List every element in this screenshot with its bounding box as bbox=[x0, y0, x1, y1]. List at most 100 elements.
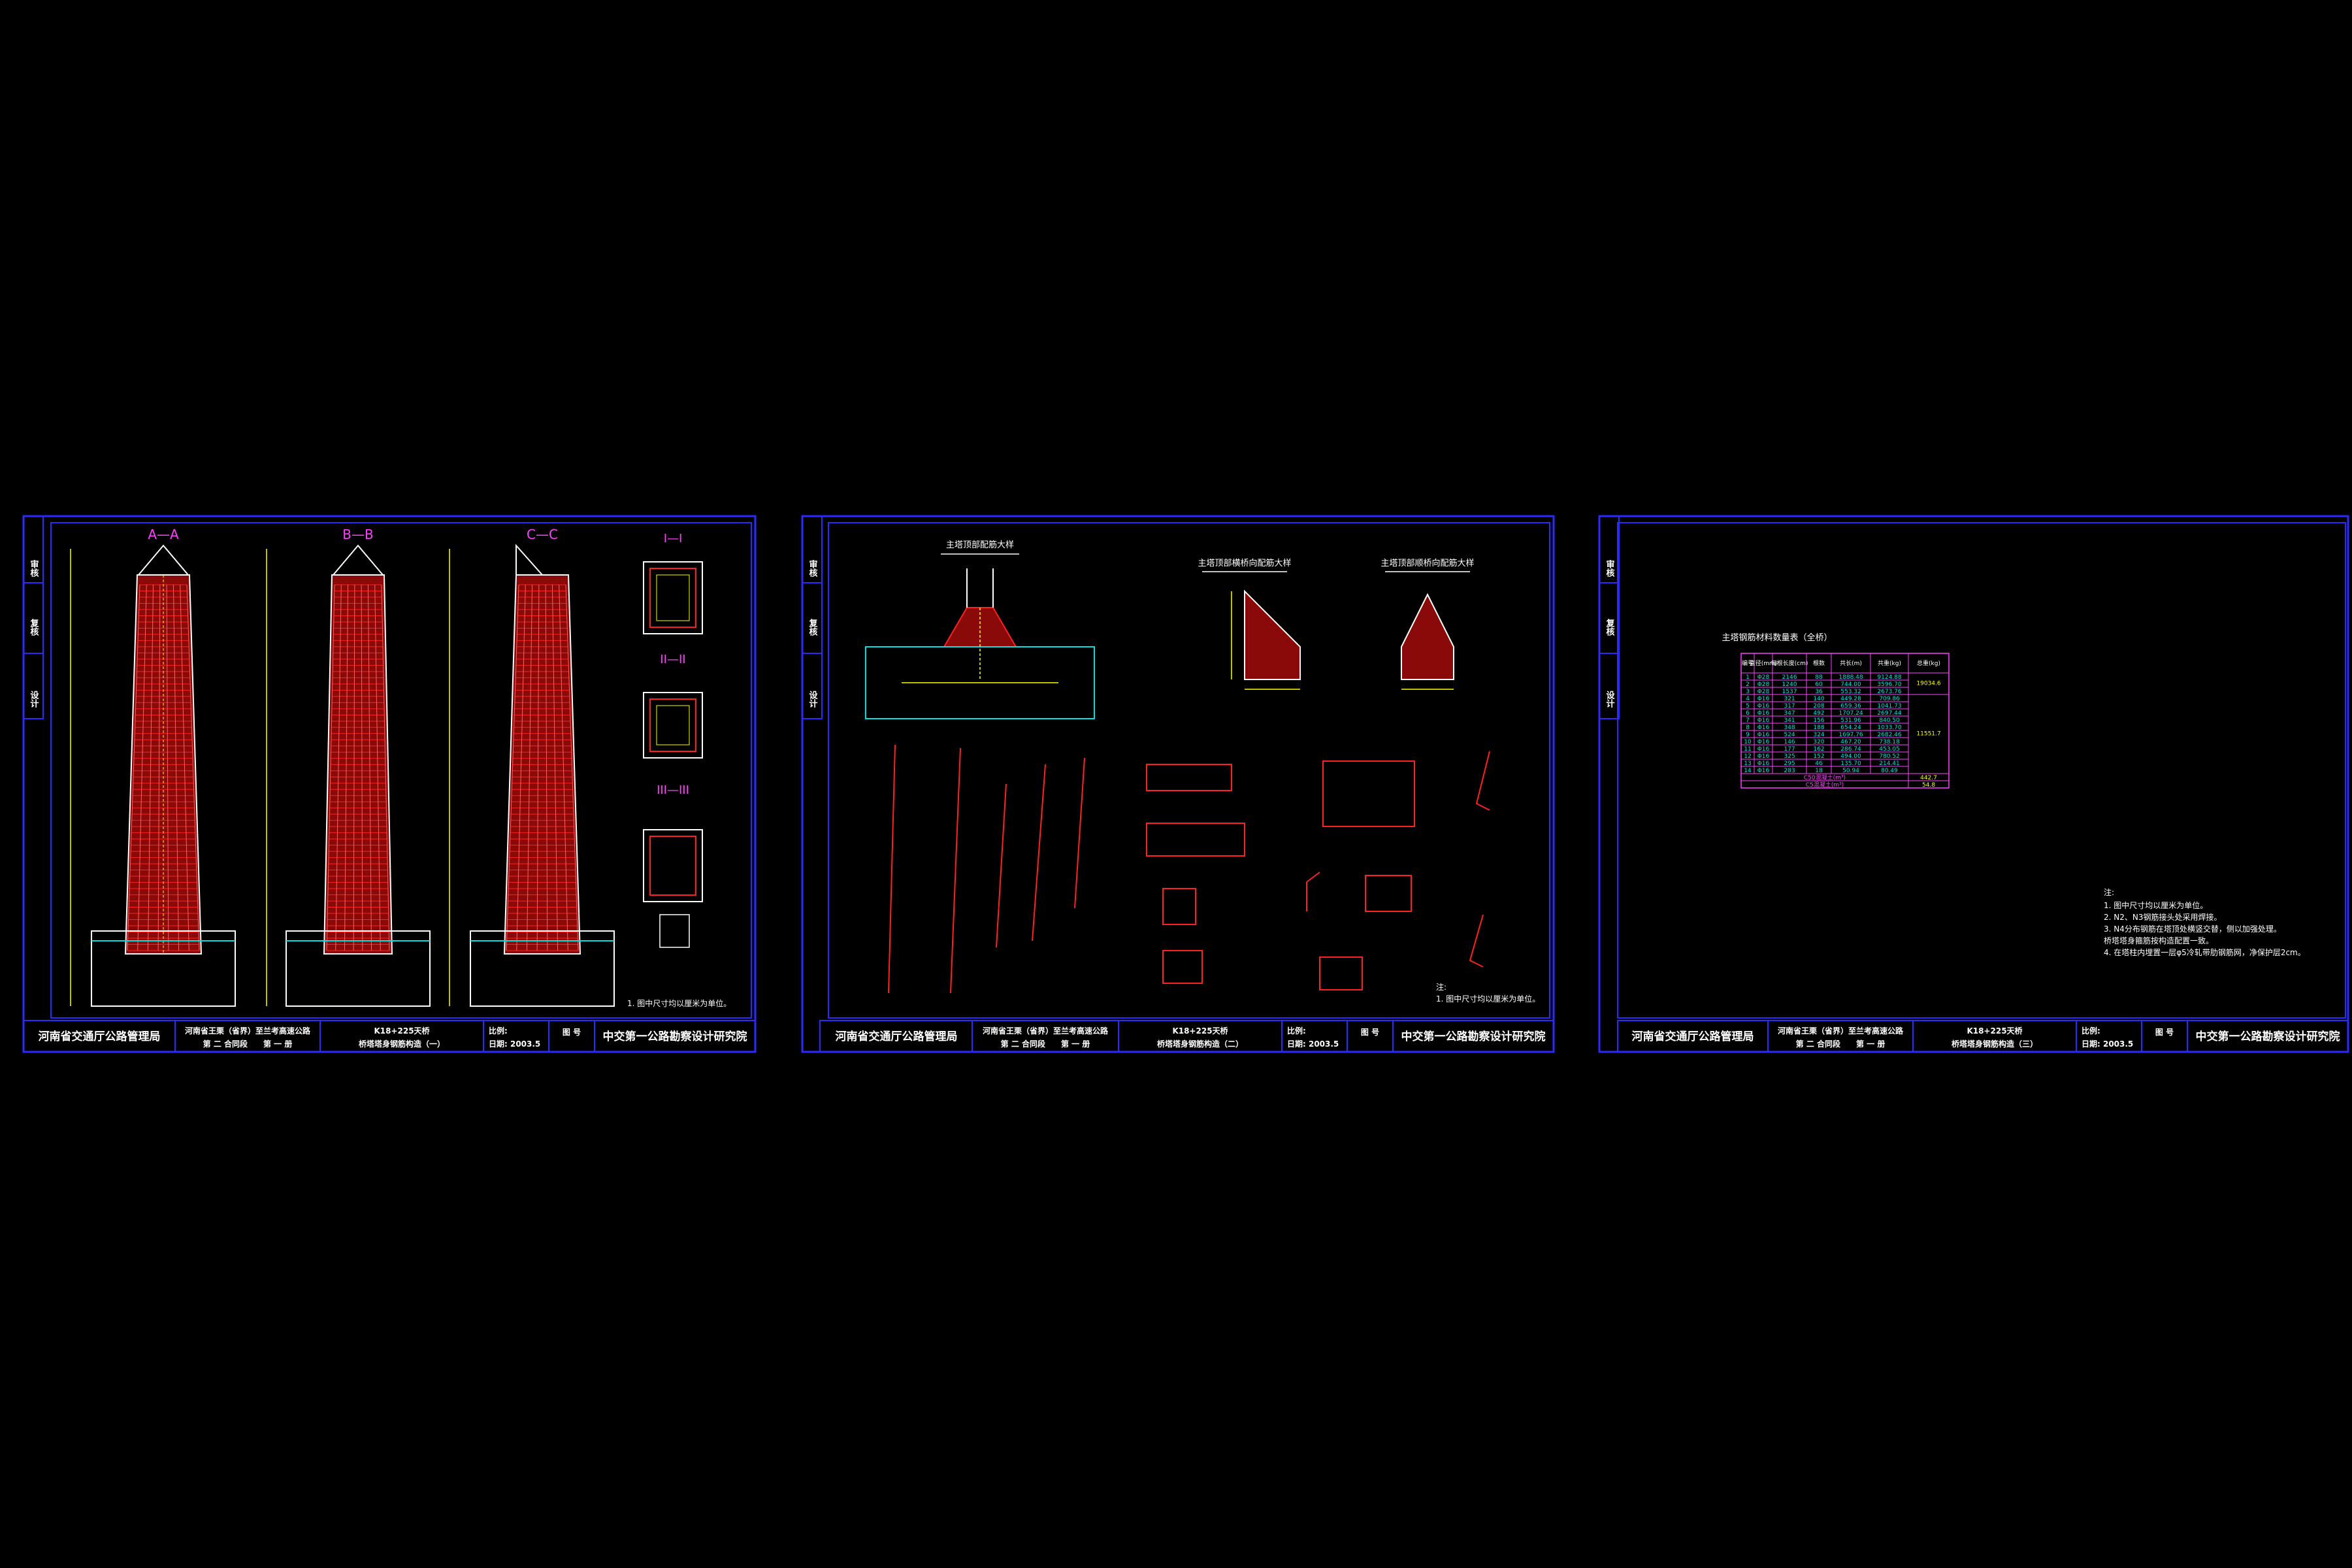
table-cell: 654.24 bbox=[1840, 725, 1861, 731]
main-bar-line bbox=[137, 584, 147, 951]
table-cell: 135.70 bbox=[1840, 760, 1861, 767]
table-cell: Φ28 bbox=[1757, 681, 1770, 688]
table-concrete-value: 442.7 bbox=[1920, 775, 1937, 781]
tb1-institute: 中交第一公路勘察设计研究院 bbox=[603, 1030, 747, 1043]
table-cell: 14 bbox=[1744, 768, 1752, 774]
tb1-drawing-line2: 桥塔塔身钢筋构造（一） bbox=[359, 1039, 445, 1049]
sheet-3-note-3b: 桥塔塔身箍筋按构造配置一致。 bbox=[2104, 936, 2213, 945]
s2-side-tab-design: 设计 bbox=[808, 691, 818, 708]
main-bar-line bbox=[353, 584, 355, 951]
side-tab-check: 复核 bbox=[29, 618, 40, 636]
tower-b-stirrups bbox=[326, 584, 390, 951]
tb3-drawing-line2: 桥塔塔身钢筋构造（三） bbox=[1952, 1039, 2038, 1049]
sheet-2: 审核 复核 设计 主塔顶部配筋大样 主塔顶部横桥向配筋大样 主塔顶部顺桥向配筋大… bbox=[801, 515, 1555, 1053]
tower-elevation-a: A—A bbox=[70, 527, 236, 1007]
main-bar-line bbox=[335, 584, 342, 951]
table-cell: 325 bbox=[1784, 753, 1795, 760]
main-bar-line bbox=[157, 584, 161, 951]
table-total-a: 19034.6 bbox=[1916, 681, 1940, 687]
tb1-scale: 比例: bbox=[489, 1026, 508, 1036]
table-cell: Φ16 bbox=[1757, 696, 1770, 702]
table-cell: 709.86 bbox=[1879, 696, 1900, 702]
table-cell: Φ16 bbox=[1757, 725, 1770, 731]
table-header-cell: 共长(m) bbox=[1840, 659, 1862, 667]
table-cell: Φ16 bbox=[1757, 739, 1770, 745]
tb1-number: 图 号 bbox=[563, 1027, 581, 1037]
table-cell: 13 bbox=[1744, 760, 1751, 767]
sheet-3-note-3: 3. N4分布钢筋在塔顶处横竖交替，侧以加强处理。 bbox=[2104, 924, 2281, 934]
tb3-scale: 比例: bbox=[2082, 1026, 2100, 1036]
table-cell: 5 bbox=[1746, 703, 1750, 710]
table-cell: 286.74 bbox=[1840, 746, 1861, 753]
s2-side-tab-check: 复核 bbox=[808, 618, 819, 636]
section-label-ii: II—II bbox=[660, 653, 685, 666]
sheet-2-note-title: 注: bbox=[1436, 982, 1446, 992]
tb3-date: 日期: 2003.5 bbox=[2082, 1039, 2133, 1049]
table-frame bbox=[1740, 653, 1950, 789]
sheet-1-side-strip bbox=[23, 515, 44, 719]
table-cell: 88 bbox=[1815, 674, 1823, 681]
main-bar-line bbox=[526, 584, 533, 951]
view-label-a: A—A bbox=[148, 527, 179, 542]
table-cell: 1041.73 bbox=[1877, 703, 1901, 710]
tb2-project-line1: 河南省王栗（省界）至兰考高速公路 bbox=[982, 1026, 1109, 1036]
tb3-project-line2: 第 二 合同段 第 一 册 bbox=[1796, 1039, 1886, 1049]
table-cell: 177 bbox=[1784, 746, 1795, 753]
main-bar-line bbox=[367, 584, 372, 951]
tower-c-stirrups bbox=[506, 584, 579, 951]
table-cell: 80.49 bbox=[1881, 768, 1898, 774]
table-cell: Φ16 bbox=[1757, 760, 1770, 767]
titleblock-sheet-3: 河南省交通厅公路管理局 河南省王栗（省界）至兰考高速公路 第 二 合同段 第 一… bbox=[1617, 1020, 2349, 1053]
table-cell: 214.41 bbox=[1879, 760, 1900, 767]
table-cell: 7 bbox=[1746, 717, 1750, 724]
table-cell: 341 bbox=[1784, 717, 1795, 724]
table-cell: 46 bbox=[1815, 760, 1823, 767]
table-extra-label: C5混凝土(m³) bbox=[1806, 781, 1844, 789]
tb1-owner: 河南省交通厅公路管理局 bbox=[39, 1030, 161, 1043]
tb2-scale: 比例: bbox=[1287, 1026, 1306, 1036]
table-cell: 8 bbox=[1746, 725, 1750, 731]
table-cell: 2673.76 bbox=[1877, 689, 1901, 695]
table-cell: 152 bbox=[1813, 753, 1824, 760]
main-bar-line bbox=[545, 584, 548, 951]
table-cell: 1707.24 bbox=[1838, 710, 1863, 717]
table-cell: 50.94 bbox=[1842, 768, 1859, 774]
table-cell: 321 bbox=[1784, 696, 1795, 702]
table-cell: 1033.70 bbox=[1877, 725, 1901, 731]
table-cell: 36 bbox=[1815, 689, 1823, 695]
main-bar-line bbox=[127, 584, 140, 951]
table-cell: 553.32 bbox=[1840, 689, 1861, 695]
tb3-drawing-line1: K18+225天桥 bbox=[1967, 1026, 2023, 1036]
section-ii: II—II bbox=[643, 653, 703, 759]
main-bar-line bbox=[361, 584, 363, 951]
table-cell: Φ16 bbox=[1757, 746, 1770, 753]
table-cell: 659.36 bbox=[1840, 703, 1861, 710]
view-label-c: C—C bbox=[527, 527, 558, 542]
table-cell: 317 bbox=[1784, 703, 1795, 710]
table-cell: 2697.44 bbox=[1877, 710, 1901, 717]
tb1-drawing-line1: K18+225天桥 bbox=[374, 1026, 430, 1036]
tower-elevation-b: B—B bbox=[266, 527, 431, 1007]
table-cell: Φ28 bbox=[1757, 674, 1770, 681]
table-cell: 3596.70 bbox=[1877, 681, 1901, 688]
quantity-table-title: 主塔钢筋材料数量表（全桥） bbox=[1722, 632, 1832, 643]
table-cell: 780.52 bbox=[1879, 753, 1900, 760]
sheet-3-note-4: 4. 在塔柱内埋置一层φ5冷轧带肋钢筋网，净保护层2cm。 bbox=[2104, 947, 2306, 957]
table-cell: 347 bbox=[1784, 710, 1795, 717]
main-bar-line bbox=[551, 584, 559, 951]
table-cell: 449.28 bbox=[1840, 696, 1861, 702]
table-cell: Φ16 bbox=[1757, 703, 1770, 710]
sheet-2-note: 1. 图中尺寸均以厘米为单位。 bbox=[1436, 994, 1540, 1004]
table-cell: 12 bbox=[1744, 753, 1751, 760]
table-cell: Φ28 bbox=[1757, 689, 1770, 695]
tb2-date: 日期: 2003.5 bbox=[1287, 1039, 1339, 1049]
main-bar-line bbox=[374, 584, 381, 951]
table-cell: 9124.88 bbox=[1877, 674, 1901, 681]
tb2-number: 图 号 bbox=[1361, 1027, 1379, 1037]
table-cell: 146 bbox=[1784, 739, 1795, 745]
main-bar-line bbox=[172, 584, 180, 951]
table-cell: 840.50 bbox=[1879, 717, 1900, 724]
table-cell: 524 bbox=[1784, 732, 1795, 738]
